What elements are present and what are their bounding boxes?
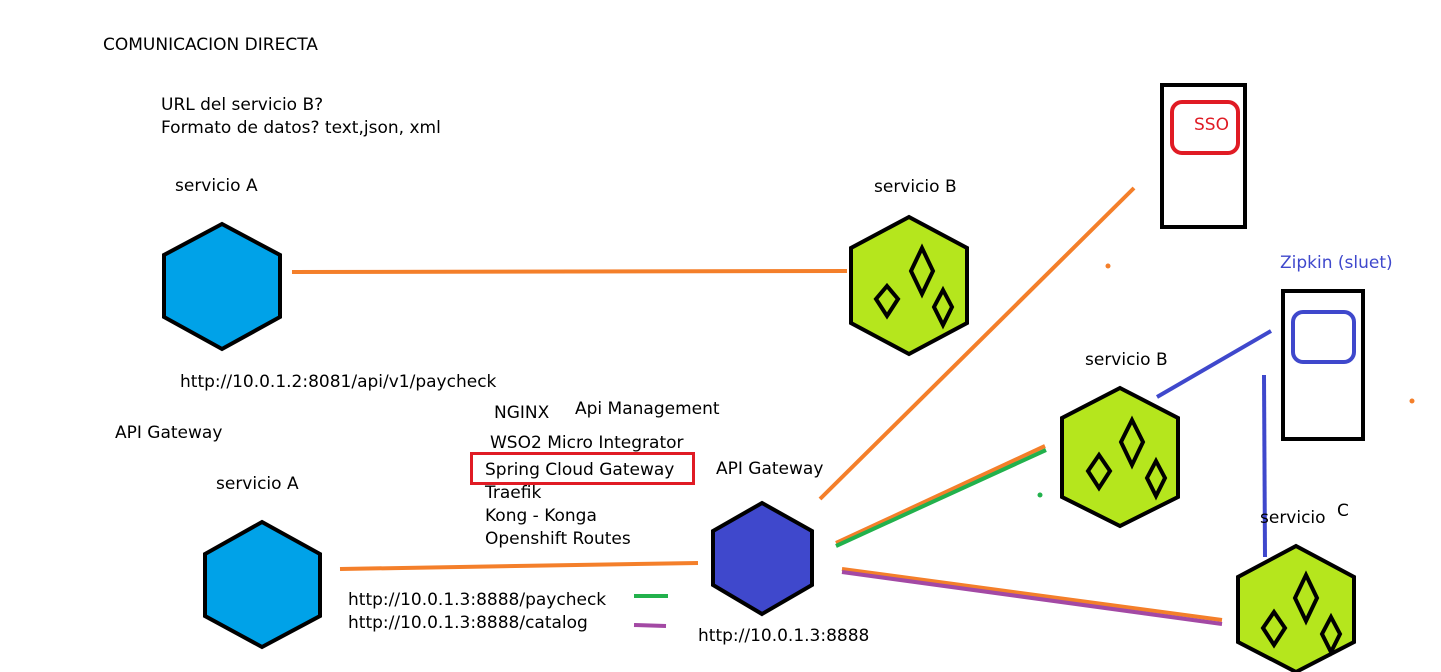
zipkin-inner-box — [1291, 310, 1356, 364]
gateway-to-service-b-orange-line — [835, 444, 1046, 545]
service-b-right-hexagon — [1060, 385, 1180, 529]
client-to-gateway-line — [339, 561, 699, 571]
route-catalog-label: http://10.0.1.3:8888/catalog — [348, 613, 588, 633]
service-b-top-hexagon — [849, 214, 969, 357]
diagram-title: COMUNICACION DIRECTA — [103, 35, 318, 55]
service-a-gateway-hexagon — [203, 519, 322, 650]
service-b-top-label: servicio B — [874, 177, 957, 197]
service-c-suffix: C — [1337, 501, 1349, 521]
product-wso2: WSO2 Micro Integrator — [490, 433, 684, 453]
diamond-icon — [1292, 570, 1320, 626]
service-c-label: servicio — [1260, 508, 1326, 528]
service-a-top-label: servicio A — [175, 176, 258, 196]
product-spring-cloud-gateway: Spring Cloud Gateway — [485, 460, 675, 480]
gateway-to-service-c-orange-line — [841, 567, 1223, 622]
orange-dot — [1409, 398, 1415, 404]
direct-connection-line — [291, 269, 848, 274]
diamond-icon — [1118, 415, 1146, 470]
diamond-icon — [873, 282, 901, 320]
diamond-icon — [1260, 608, 1288, 649]
product-openshift: Openshift Routes — [485, 529, 631, 549]
highlight-box — [470, 452, 695, 485]
diamond-icon — [1319, 612, 1343, 657]
green-dot — [1037, 492, 1043, 498]
catalog-legend-swatch — [633, 623, 667, 628]
api-gateway-hexagon — [711, 500, 814, 617]
route-paycheck-label: http://10.0.1.3:8888/paycheck — [348, 590, 607, 610]
service-b-right-label: servicio B — [1085, 350, 1168, 370]
diamond-icon — [908, 243, 936, 299]
diamond-icon — [1085, 451, 1113, 492]
api-gateway-label: API Gateway — [716, 459, 824, 479]
product-api-management: Api Management — [575, 399, 720, 419]
product-nginx: NGINX — [494, 403, 550, 423]
gateway-to-service-c-purple-line — [841, 570, 1223, 626]
sso-label: SSO — [1194, 115, 1229, 135]
gateway-to-sso-line — [818, 186, 1136, 501]
gateway-url-label: http://10.0.1.3:8888 — [698, 626, 870, 646]
question-format: Formato de datos? text,json, xml — [161, 118, 441, 138]
sso-box — [1160, 83, 1247, 229]
gateway-section-heading: API Gateway — [115, 423, 223, 443]
service-a-gateway-label: servicio A — [216, 474, 299, 494]
diamond-icon — [931, 285, 955, 330]
sso-inner-box — [1170, 100, 1240, 155]
direct-url-label: http://10.0.1.2:8081/api/v1/paycheck — [180, 372, 497, 392]
service-b-to-zipkin-line — [1155, 329, 1273, 399]
product-traefik: Traefik — [485, 483, 542, 503]
service-a-top-hexagon — [162, 221, 282, 352]
service-c-hexagon — [1236, 543, 1356, 672]
diamond-icon — [1144, 456, 1168, 501]
question-url: URL del servicio B? — [161, 95, 324, 115]
service-c-to-zipkin-line — [1262, 374, 1267, 558]
gateway-to-service-b-green-line — [835, 448, 1047, 548]
zipkin-label: Zipkin (sluet) — [1280, 253, 1393, 273]
orange-dot — [1105, 263, 1111, 269]
product-kong: Kong - Konga — [485, 506, 597, 526]
